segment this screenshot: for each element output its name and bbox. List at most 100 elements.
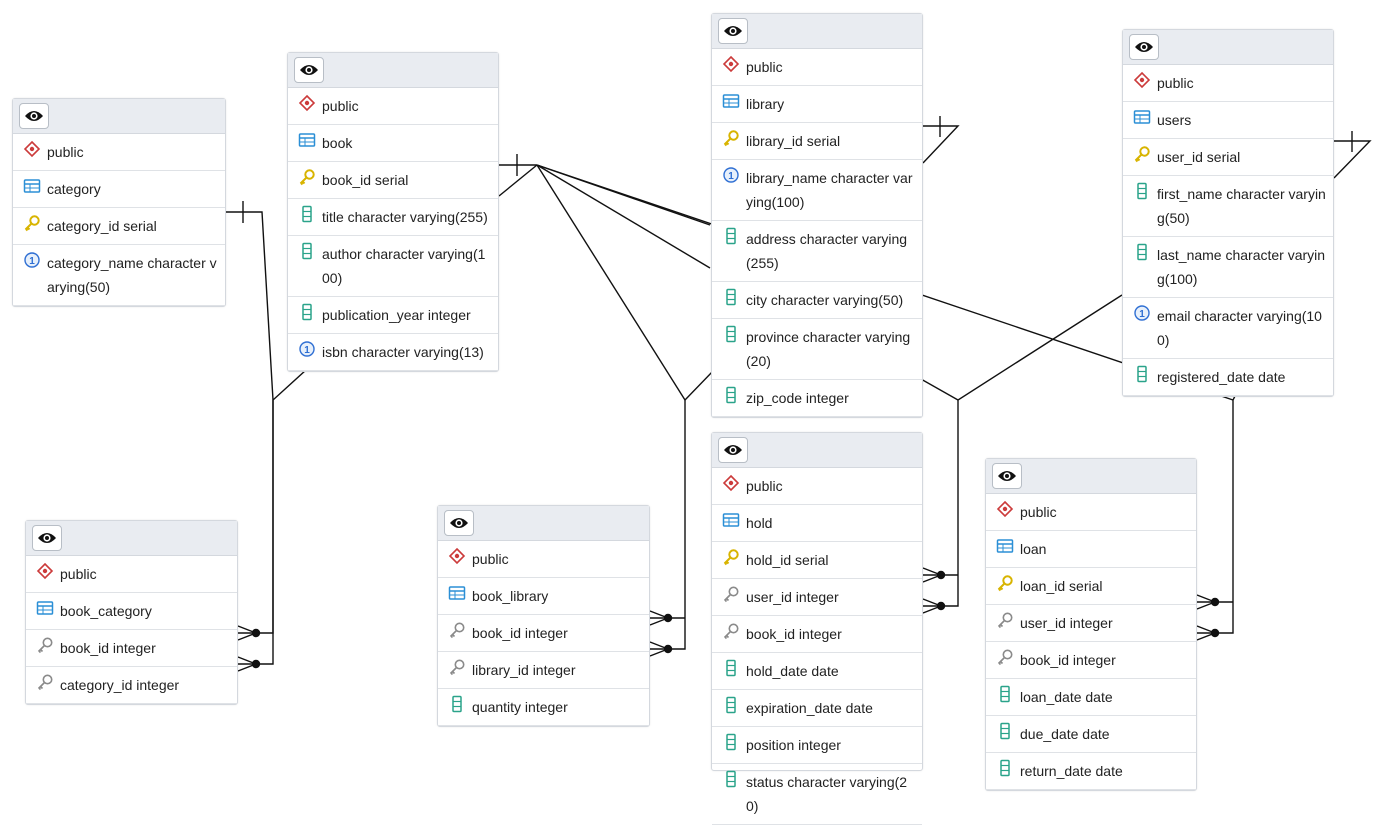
many-marker (1196, 625, 1220, 641)
column-row-label: last_name character varying(100) (1157, 247, 1326, 287)
column-row-label: author character varying(100) (322, 246, 486, 286)
primary-key-icon (722, 129, 740, 147)
column-row[interactable]: status character varying(20) (712, 764, 922, 825)
column-row[interactable]: book_id integer (26, 630, 237, 667)
column-row-label: library_name character varying(100) (746, 170, 913, 210)
column-row[interactable]: category_id integer (26, 667, 237, 704)
column-row[interactable]: last_name character varying(100) (1123, 237, 1333, 298)
primary-key-icon (1133, 145, 1151, 163)
table-name-row[interactable]: library (712, 86, 922, 123)
column-icon (722, 386, 740, 404)
column-row-label: hold_id serial (746, 552, 829, 568)
column-row[interactable]: user_id integer (986, 605, 1196, 642)
column-row[interactable]: quantity integer (438, 689, 649, 726)
table-name-row-label: hold (746, 515, 773, 531)
many-marker (922, 567, 946, 583)
column-row[interactable]: book_id integer (438, 615, 649, 652)
column-row[interactable]: loan_date date (986, 679, 1196, 716)
table-icon (722, 92, 740, 110)
column-row[interactable]: author character varying(100) (288, 236, 498, 297)
column-row[interactable]: due_date date (986, 716, 1196, 753)
schema-icon (996, 500, 1014, 518)
column-row[interactable]: loan_id serial (986, 568, 1196, 605)
schema-row[interactable]: public (986, 494, 1196, 531)
column-row[interactable]: user_id serial (1123, 139, 1333, 176)
column-icon (722, 733, 740, 751)
column-row-label: category_id integer (60, 677, 180, 693)
column-row[interactable]: province character varying(20) (712, 319, 922, 380)
column-row[interactable]: address character varying(255) (712, 221, 922, 282)
schema-row[interactable]: public (1123, 65, 1333, 102)
column-row[interactable]: expiration_date date (712, 690, 922, 727)
table-name-row[interactable]: users (1123, 102, 1333, 139)
column-row[interactable]: category_id serial (13, 208, 225, 245)
column-row[interactable]: return_date date (986, 753, 1196, 790)
column-row-label: city character varying(50) (746, 292, 904, 308)
table-name-row[interactable]: book_library (438, 578, 649, 615)
column-row[interactable]: hold_id serial (712, 542, 922, 579)
column-row-label: loan_date date (1020, 689, 1113, 705)
column-row[interactable]: position integer (712, 727, 922, 764)
foreign-key-icon (996, 648, 1014, 666)
column-row[interactable]: title character varying(255) (288, 199, 498, 236)
schema-row[interactable]: public (26, 556, 237, 593)
table-name-row[interactable]: hold (712, 505, 922, 542)
schema-row-label: public (47, 144, 84, 160)
foreign-key-icon (448, 621, 466, 639)
eye-icon[interactable] (718, 437, 748, 463)
column-row-label: user_id serial (1157, 149, 1241, 165)
schema-icon (722, 55, 740, 73)
table-name-row-label: book (322, 135, 353, 151)
eye-icon[interactable] (19, 103, 49, 129)
column-icon (1133, 182, 1151, 200)
column-row[interactable]: book_id integer (986, 642, 1196, 679)
eye-icon[interactable] (32, 525, 62, 551)
schema-row[interactable]: public (13, 134, 225, 171)
column-row[interactable]: library_id integer (438, 652, 649, 689)
eye-icon[interactable] (992, 463, 1022, 489)
table-name-row[interactable]: book_category (26, 593, 237, 630)
schema-row[interactable]: public (438, 541, 649, 578)
column-row[interactable]: first_name character varying(50) (1123, 176, 1333, 237)
column-row-label: province character varying(20) (746, 329, 911, 369)
foreign-key-icon (722, 585, 740, 603)
relationship-line (238, 329, 351, 634)
column-row[interactable]: user_id integer (712, 579, 922, 616)
schema-row[interactable]: public (712, 49, 922, 86)
eye-icon[interactable] (1129, 34, 1159, 60)
schema-row-label: public (322, 98, 359, 114)
foreign-key-icon (36, 636, 54, 654)
eye-icon[interactable] (444, 510, 474, 536)
column-row[interactable]: city character varying(50) (712, 282, 922, 319)
eye-icon[interactable] (718, 18, 748, 44)
column-row[interactable]: book_id integer (712, 616, 922, 653)
column-row[interactable]: publication_year integer (288, 297, 498, 334)
schema-row[interactable]: public (712, 468, 922, 505)
column-icon (722, 325, 740, 343)
column-row[interactable]: zip_code integer (712, 380, 922, 417)
schema-row[interactable]: public (288, 88, 498, 125)
table-name-row[interactable]: book (288, 125, 498, 162)
column-row[interactable]: book_id serial (288, 162, 498, 199)
table-name-row[interactable]: loan (986, 531, 1196, 568)
column-icon (1133, 365, 1151, 383)
table-name-row[interactable]: category (13, 171, 225, 208)
column-row[interactable]: registered_date date (1123, 359, 1333, 396)
column-row-label: position integer (746, 737, 841, 753)
column-row[interactable]: hold_date date (712, 653, 922, 690)
column-row-label: status character varying(20) (746, 774, 908, 814)
column-row[interactable]: library_id serial (712, 123, 922, 160)
eye-icon[interactable] (294, 57, 324, 83)
